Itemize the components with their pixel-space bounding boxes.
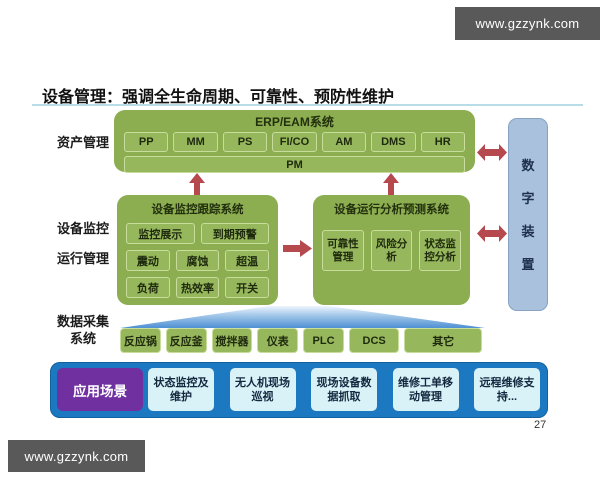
scenario-item: 无人机现场巡视 bbox=[229, 368, 296, 411]
device-item: 反应釜 bbox=[165, 328, 207, 353]
analysis-row: 可靠性管理 风险分析 状态监控分析 bbox=[313, 230, 470, 271]
erp-module-row: PP MM PS FI/CO AM DMS HR bbox=[114, 130, 475, 152]
erp-eam-system-box: ERP/EAM系统 PP MM PS FI/CO AM DMS HR PM bbox=[114, 110, 475, 173]
analysis-item: 风险分析 bbox=[370, 230, 413, 271]
erp-module-mm: MM bbox=[173, 132, 218, 152]
watermark-bottom: www.gzzynk.com bbox=[8, 440, 145, 472]
tracking-item: 开关 bbox=[225, 277, 270, 298]
device-item: 搅拌器 bbox=[211, 328, 253, 353]
erp-module-pp: PP bbox=[124, 132, 169, 152]
analysis-item: 状态监控分析 bbox=[419, 230, 462, 271]
page-title: 设备管理：强调全生命周期、可靠性、预防性维护 bbox=[42, 89, 395, 106]
analysis-prediction-system-box: 设备运行分析预测系统 可靠性管理 风险分析 状态监控分析 bbox=[313, 195, 470, 305]
row-label-monitor-2: 运行管理 bbox=[56, 251, 109, 266]
monitor-tracking-system-box: 设备监控跟踪系统 监控展示 到期预警 震动 腐蚀 超温 负荷 热效率 开关 bbox=[117, 195, 278, 305]
tracking-item: 到期预警 bbox=[200, 223, 269, 244]
row-label-collection-2: 系统 bbox=[69, 331, 96, 346]
digital-device-box: 数字装置 bbox=[508, 118, 548, 311]
erp-module-dms: DMS bbox=[371, 132, 416, 152]
watermark-top: www.gzzynk.com bbox=[455, 7, 600, 40]
erp-module-fico: FI/CO bbox=[272, 132, 317, 152]
erp-module-am: AM bbox=[321, 132, 367, 152]
device-item: 其它 bbox=[404, 328, 482, 353]
erp-module-ps: PS bbox=[222, 132, 268, 152]
analysis-prediction-title: 设备运行分析预测系统 bbox=[334, 204, 449, 216]
tracking-item: 超温 bbox=[225, 250, 270, 271]
scenario-item: 状态监控及维护 bbox=[148, 368, 214, 411]
right-arrow-icon bbox=[283, 240, 312, 257]
tracking-item: 腐蚀 bbox=[175, 250, 220, 271]
page-number: 27 bbox=[534, 419, 547, 431]
tracking-row-1: 监控展示 到期预警 bbox=[117, 223, 278, 244]
tracking-row-2: 震动 腐蚀 超温 bbox=[117, 250, 278, 271]
tracking-item: 负荷 bbox=[126, 277, 170, 298]
data-flow-funnel bbox=[120, 306, 485, 328]
tracking-item: 震动 bbox=[126, 250, 170, 271]
title-divider bbox=[32, 104, 583, 106]
scenario-row: 状态监控及维护 无人机现场巡视 现场设备数据抓取 维修工单移动管理 远程维修支持… bbox=[148, 368, 540, 411]
scenario-item: 远程维修支持... bbox=[474, 368, 540, 411]
device-item: 反应锅 bbox=[120, 328, 161, 353]
row-label-monitor-1: 设备监控 bbox=[56, 221, 109, 236]
up-arrow-right-icon bbox=[383, 173, 399, 195]
analysis-item: 可靠性管理 bbox=[322, 230, 364, 271]
erp-module-hr: HR bbox=[420, 132, 465, 152]
application-scenarios-bar: 应用场景 状态监控及维护 无人机现场巡视 现场设备数据抓取 维修工单移动管理 远… bbox=[50, 362, 548, 418]
erp-module-pm: PM bbox=[124, 156, 465, 173]
digital-device-label: 数字装置 bbox=[521, 157, 535, 272]
device-row: 反应锅 反应釜 搅拌器 仪表 PLC DCS 其它 bbox=[120, 328, 482, 353]
erp-eam-title: ERP/EAM系统 bbox=[255, 115, 334, 129]
tracking-row-3: 负荷 热效率 开关 bbox=[117, 277, 278, 298]
scenario-item: 维修工单移动管理 bbox=[392, 368, 459, 411]
device-item: 仪表 bbox=[257, 328, 299, 353]
monitor-tracking-title: 设备监控跟踪系统 bbox=[151, 204, 244, 216]
row-label-collection-1: 数据采集 bbox=[56, 314, 109, 329]
device-item: DCS bbox=[348, 328, 400, 353]
up-arrow-left-icon bbox=[189, 173, 205, 195]
scenario-item: 现场设备数据抓取 bbox=[311, 368, 377, 411]
tracking-item: 热效率 bbox=[175, 277, 220, 298]
double-arrow-bottom-icon bbox=[477, 225, 507, 242]
double-arrow-top-icon bbox=[477, 144, 507, 161]
device-item: PLC bbox=[303, 328, 344, 353]
tracking-item: 监控展示 bbox=[126, 223, 195, 244]
row-label-asset: 资产管理 bbox=[56, 135, 109, 150]
application-scenarios-label: 应用场景 bbox=[57, 368, 143, 411]
